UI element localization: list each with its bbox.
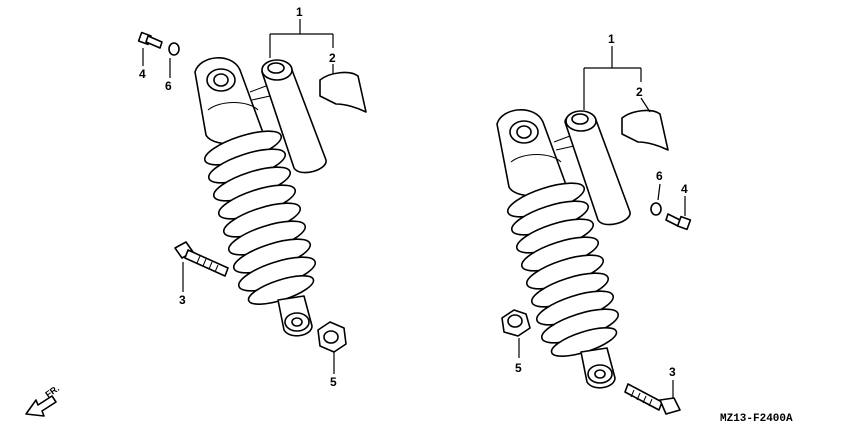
right-reservoir	[553, 110, 631, 226]
left-callout-shock: 1	[296, 5, 303, 19]
right-callout-washer: 6	[656, 169, 663, 183]
left-reservoir	[249, 59, 327, 174]
front-arrow-icon	[25, 395, 57, 417]
right-shock-assembly	[496, 109, 692, 415]
front-direction-label: FR.	[43, 383, 61, 400]
left-callout-collar: 2	[329, 51, 336, 65]
right-shock-bottom-mount	[580, 347, 616, 389]
right-shock-top-mount	[496, 109, 566, 197]
left-shock-top-mount	[194, 57, 263, 145]
left-callout-bolt-small: 4	[139, 67, 146, 81]
right-spring	[506, 182, 620, 357]
left-callout-bolt-long: 3	[179, 293, 186, 307]
right-small-bolt	[665, 213, 692, 231]
right-long-bolt	[624, 383, 681, 415]
left-collar	[319, 71, 367, 113]
left-washer	[168, 42, 180, 56]
right-callout-labels: 1 2 6 4 5 3	[515, 32, 688, 379]
right-callout-nut: 5	[515, 361, 522, 375]
left-shock-bottom-mount	[277, 295, 313, 337]
right-leader-lines	[518, 46, 686, 398]
left-callout-nut: 5	[330, 375, 337, 389]
right-callout-bolt-small: 4	[681, 182, 688, 196]
left-small-bolt	[137, 31, 163, 49]
left-nut	[317, 321, 347, 353]
right-nut	[501, 309, 531, 337]
left-callout-washer: 6	[165, 79, 172, 93]
right-washer	[650, 202, 662, 216]
right-callout-shock: 1	[608, 32, 615, 46]
right-callout-collar: 2	[636, 85, 643, 99]
left-shock-assembly	[137, 31, 367, 353]
front-direction-indicator: FR.	[25, 383, 61, 417]
left-callout-labels: 1 2 4 6 3 5	[139, 5, 337, 389]
left-leader-lines	[142, 19, 335, 374]
right-callout-bolt-long: 3	[669, 365, 676, 379]
left-long-bolt	[174, 241, 229, 277]
right-collar	[621, 109, 669, 151]
drawing-code: MZ13-F2400A	[720, 413, 793, 425]
left-spring	[203, 130, 317, 305]
